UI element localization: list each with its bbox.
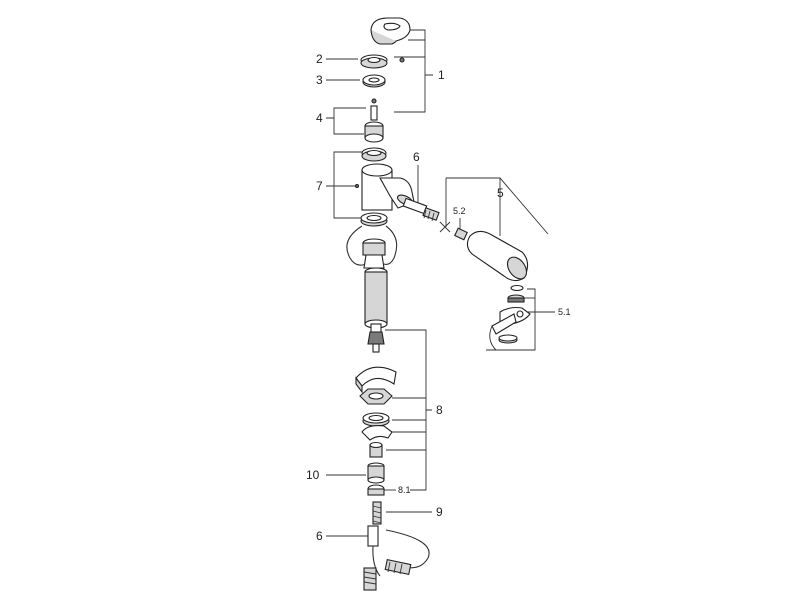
callout-1: 1 [438, 68, 445, 82]
callout-8: 8 [436, 403, 443, 417]
callout-5: 5 [497, 186, 504, 200]
part-spray-insert [507, 294, 525, 303]
callout-5-2: 5.2 [453, 206, 466, 216]
part-lower-body-tube [364, 267, 388, 353]
part-spray-head [466, 230, 529, 282]
callout-7: 7 [316, 179, 323, 193]
part-connector-nut [369, 441, 383, 458]
part-fixing-nut [359, 388, 393, 405]
callout-10: 10 [306, 468, 320, 482]
part-body-ring-top [361, 147, 387, 162]
leader-lines [326, 29, 555, 537]
part-spray-plate [489, 306, 531, 351]
part-weight [367, 484, 385, 496]
callout-labels: 1 2 3 4 5 5.1 5.2 6 6 7 8 8.1 9 10 [306, 52, 571, 543]
part-spray-adapter [439, 221, 468, 241]
part-supply-hose [363, 525, 430, 591]
callout-6-top: 6 [413, 150, 420, 164]
part-spring [372, 501, 382, 525]
callout-2: 2 [316, 52, 323, 66]
part-washer [362, 412, 390, 427]
callout-8-1: 8.1 [398, 485, 411, 495]
part-cap-ring [360, 54, 388, 69]
part-spray-hose-end [402, 197, 440, 222]
part-horseshoe-washer [361, 425, 393, 441]
callout-4: 4 [316, 111, 323, 125]
part-mounting-bracket [355, 366, 397, 394]
part-retaining-nut [362, 74, 386, 88]
callout-5-1: 5.1 [558, 307, 571, 317]
part-spray-seal [510, 284, 524, 292]
part-upper-hose [346, 225, 398, 269]
callout-6-bottom: 6 [316, 529, 323, 543]
part-check-valve [367, 462, 385, 484]
callout-3: 3 [316, 73, 323, 87]
callout-9: 9 [436, 505, 443, 519]
part-cartridge [364, 98, 384, 143]
part-lever-handle [370, 17, 411, 63]
part-body-ring-bottom [360, 212, 388, 227]
